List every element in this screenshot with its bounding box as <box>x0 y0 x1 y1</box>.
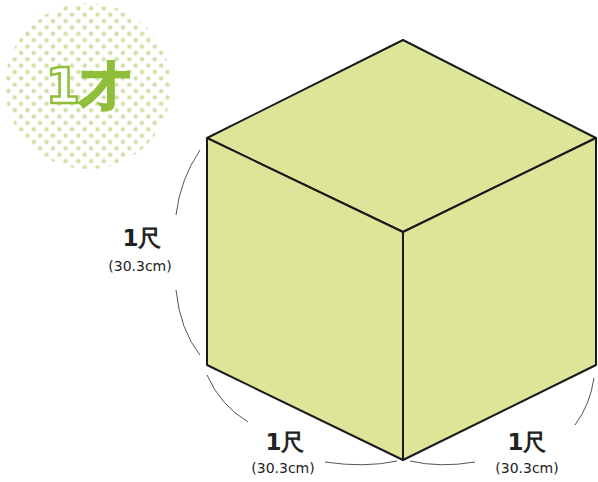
dimension-arcs <box>176 150 594 465</box>
cube-left-face <box>207 138 403 460</box>
dimension-value: 1尺 <box>505 427 548 458</box>
dimension-value: 1尺 <box>263 427 306 458</box>
size-badge: 1才 <box>2 2 174 170</box>
dimension-metric: (30.3cm) <box>106 258 173 274</box>
dimension-metric: (30.3cm) <box>249 460 316 476</box>
cube-right-face <box>403 138 596 460</box>
badge-label: 1才 <box>46 53 131 120</box>
dimension-metric: (30.3cm) <box>493 460 560 476</box>
dimension-value: 1尺 <box>120 223 163 254</box>
